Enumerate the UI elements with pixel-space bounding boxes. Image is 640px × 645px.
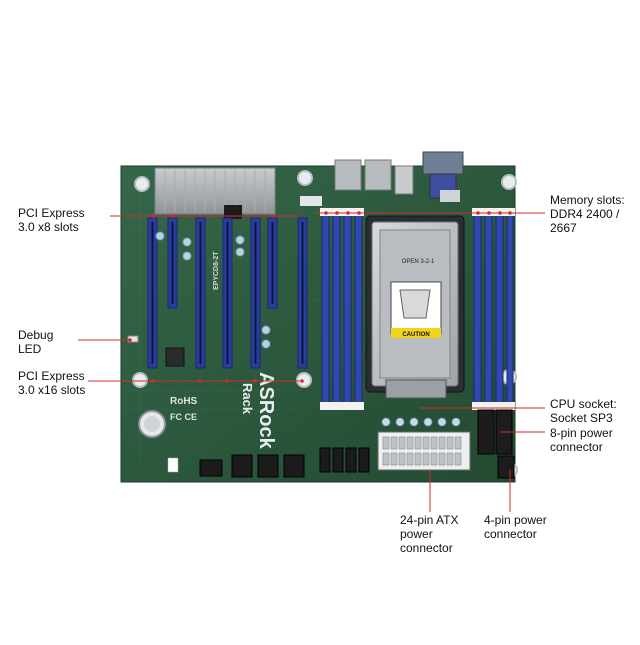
cpu-socket-label-line1: CPU socket:: [550, 397, 617, 411]
dimm-slot: [483, 208, 494, 410]
power-8pin-label: 8-pin power connector: [550, 426, 613, 454]
dimm-slot: [472, 208, 483, 410]
bmc-chip: [165, 347, 185, 367]
debug-led-label: Debug LED: [18, 328, 53, 356]
chipset-heatsink: [154, 167, 276, 219]
dimm-slot: [320, 208, 331, 410]
atx-24pin-connector: [377, 417, 471, 471]
pcie-x8-label-line1: PCI Express: [18, 206, 85, 220]
dimm-slot: [331, 208, 342, 410]
open-text: OPEN 3-2-1: [402, 259, 435, 265]
pcie-x8-label-line2: 3.0 x8 slots: [18, 220, 79, 234]
logo-text: ASRock: [255, 372, 277, 450]
pcie-slot: [167, 217, 178, 309]
callout-dots: [128, 211, 512, 383]
pcie-x16-label-line1: PCI Express: [18, 369, 85, 383]
brand-logo: ASRock Rack: [240, 372, 277, 450]
dimm-slot: [353, 208, 364, 410]
pcie-slot: [195, 217, 206, 369]
power-8pin-label-line2: connector: [550, 440, 603, 454]
pcie-slot: [147, 217, 158, 369]
atx-24pin-label-line3: connector: [400, 541, 453, 555]
atx-24pin-label-line2: power: [400, 527, 433, 541]
cpu-socket: CAUTION OPEN 3-2-1: [365, 215, 465, 399]
cpu-socket-label: CPU socket: Socket SP3: [550, 397, 617, 425]
rohs-text: RoHS: [170, 396, 198, 407]
pcie-x8-label: PCI Express 3.0 x8 slots: [18, 206, 85, 234]
debug-led-label-line1: Debug: [18, 328, 54, 342]
pcie-slot: [250, 217, 261, 369]
power-4pin-label-line2: connector: [484, 527, 537, 541]
pcie-slot: [267, 217, 278, 309]
memory-label: Memory slots: DDR4 2400 / 2667: [550, 193, 625, 235]
atx-24pin-label: 24-pin ATX power connector: [400, 513, 458, 555]
cert-marks-text: FC CE: [170, 412, 197, 422]
power-4pin-label-line1: 4-pin power: [484, 513, 547, 527]
power-8pin-label-line1: 8-pin power: [550, 426, 613, 440]
dimm-slot: [505, 208, 515, 410]
pcie-slot: [222, 217, 233, 369]
storage-connectors: [199, 447, 370, 478]
debug-led: [127, 335, 139, 343]
memory-label-line3: 2667: [550, 221, 577, 235]
power-4pin-label: 4-pin power connector: [484, 513, 547, 541]
pcie-x16-label: PCI Express 3.0 x16 slots: [18, 369, 85, 397]
rear-io-ports: [300, 151, 464, 206]
pcie-x16-label-line2: 3.0 x16 slots: [18, 383, 86, 397]
memory-label-line1: Memory slots:: [550, 193, 625, 207]
logo-subtext: Rack: [240, 383, 255, 415]
pcie-slots: [147, 217, 308, 369]
pcie-slot: [297, 217, 308, 369]
dimm-slot: [494, 208, 505, 410]
dimm-slot: [342, 208, 353, 410]
cmos-battery: [138, 410, 166, 438]
memory-label-line2: DDR4 2400 /: [550, 207, 620, 221]
caution-text: CAUTION: [402, 332, 429, 338]
debug-led-label-line2: LED: [18, 342, 42, 356]
callout-lines: [78, 212, 545, 512]
atx-24pin-label-line1: 24-pin ATX: [400, 513, 459, 527]
cpu-socket-label-line2: Socket SP3: [550, 411, 613, 425]
power-4pin-connector: [497, 455, 515, 479]
model-text: EPYCD8-2T: [213, 251, 220, 290]
